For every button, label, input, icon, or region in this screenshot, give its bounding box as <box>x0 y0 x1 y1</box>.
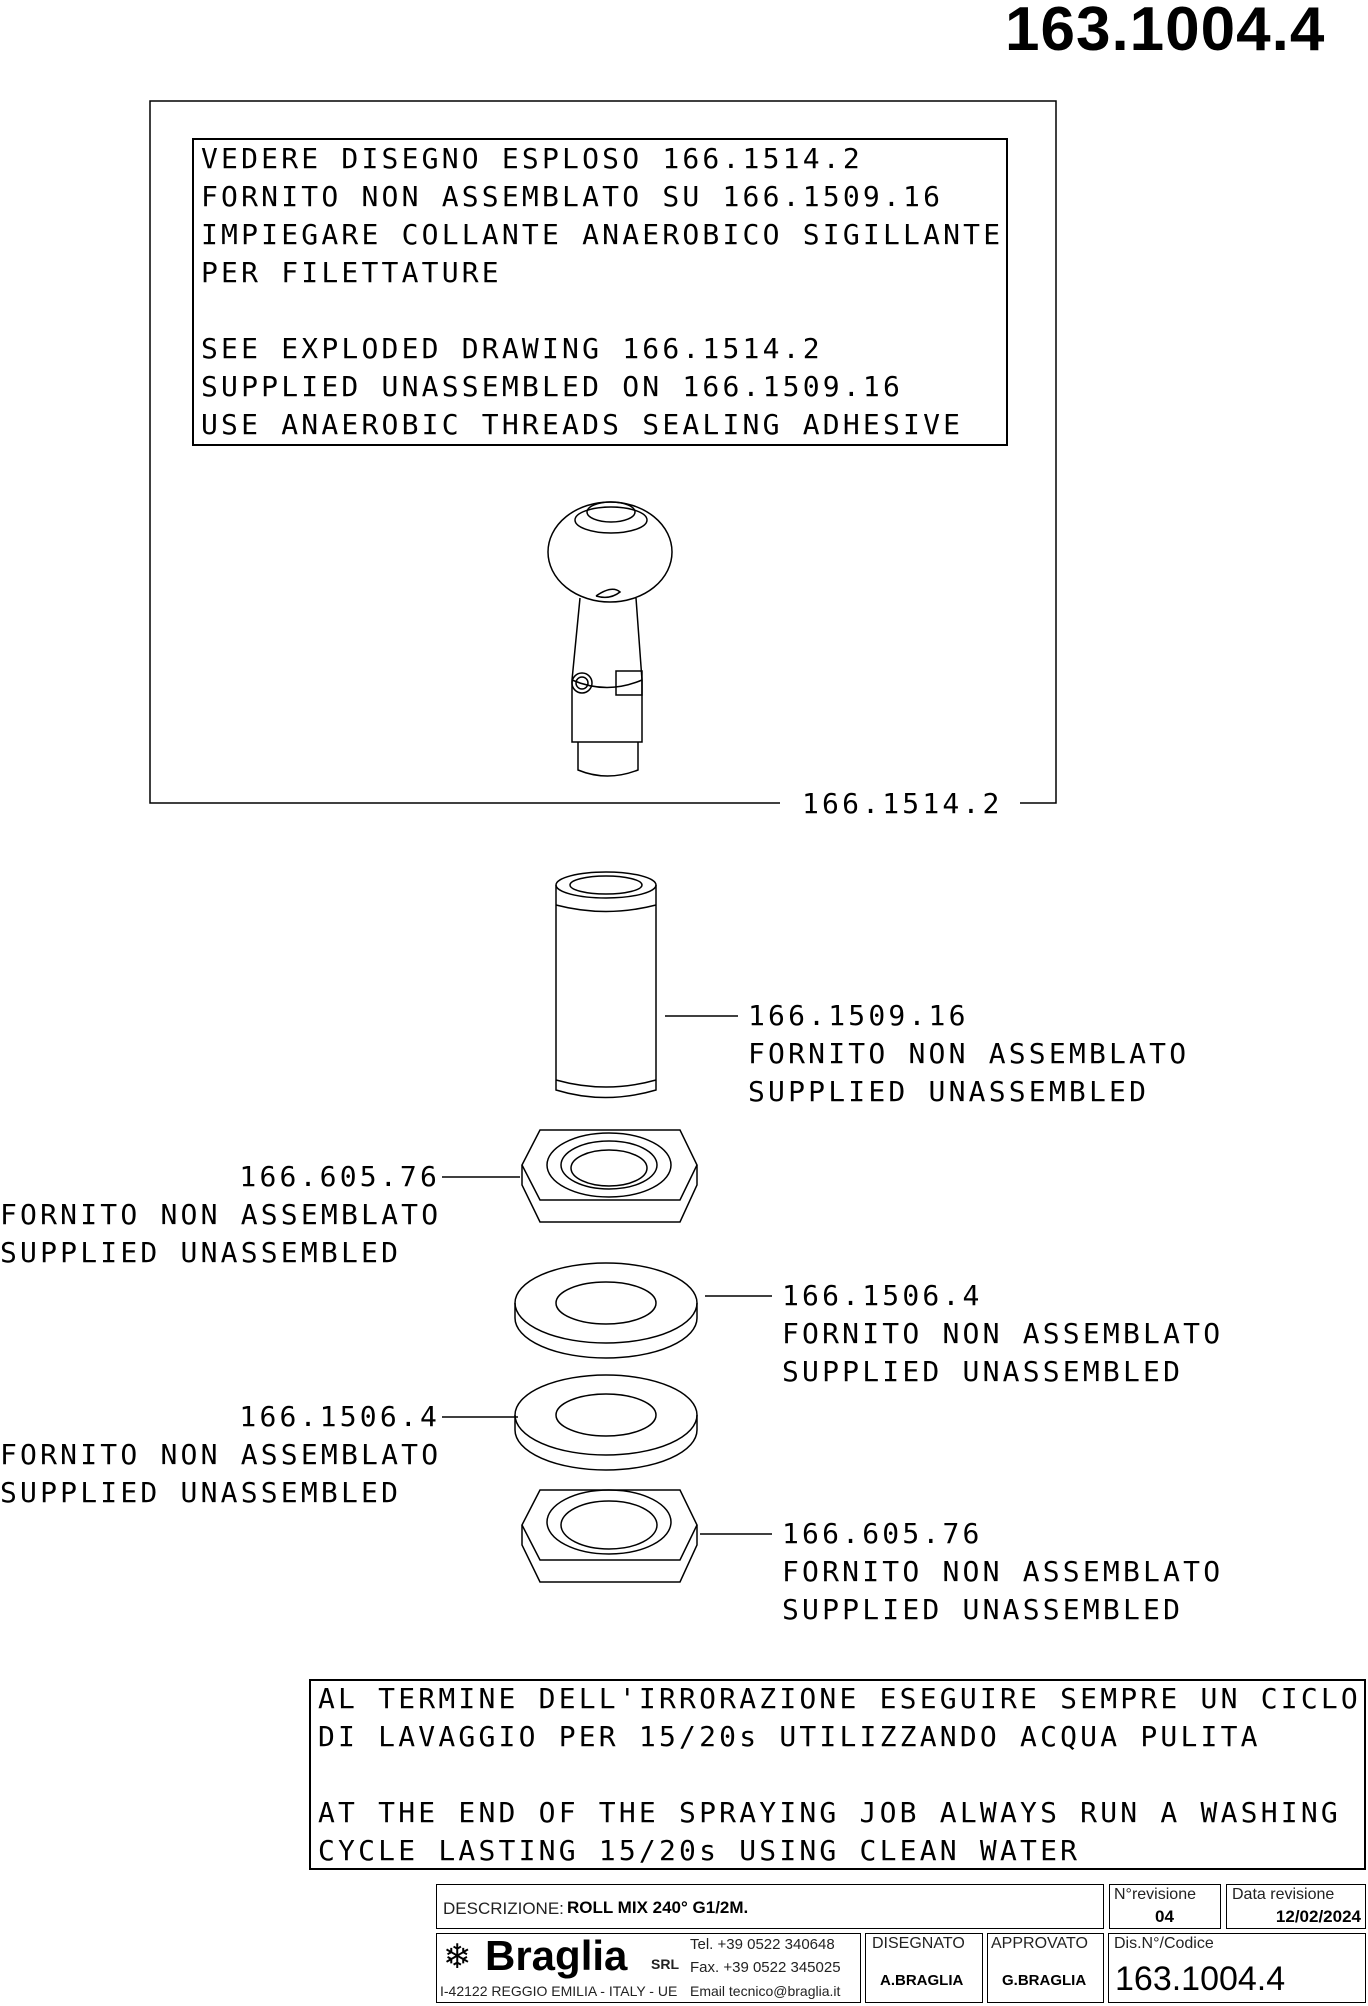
part-note-en: SUPPLIED UNASSEMBLED <box>0 1476 402 1509</box>
description-value: ROLL MIX 240° G1/2M. <box>567 1898 749 1917</box>
company-tel: Tel. +39 0522 340648 <box>690 1936 835 1953</box>
part-label-washer-1: 166.1506.4 FORNITO NON ASSEMBLATO SUPPLI… <box>782 1277 1223 1391</box>
approved-value: G.BRAGLIA <box>1002 1972 1087 1989</box>
part-code: 166.1506.4 <box>239 1400 440 1433</box>
part-note-en: SUPPLIED UNASSEMBLED <box>748 1075 1150 1108</box>
approved-label: APPROVATO <box>991 1935 1088 1952</box>
note-line: SEE EXPLODED DRAWING 166.1514.2 <box>201 332 823 365</box>
part-label-nut-1: 166.605.76 FORNITO NON ASSEMBLATO SUPPLI… <box>0 1158 440 1272</box>
company-email: Email tecnico@braglia.it <box>690 1983 841 1999</box>
part-note-en: SUPPLIED UNASSEMBLED <box>0 1236 402 1269</box>
note-line: AT THE END OF THE SPRAYING JOB ALWAYS RU… <box>318 1796 1341 1829</box>
nozzle-drawing <box>547 501 673 777</box>
note-line: FORNITO NON ASSEMBLATO SU 166.1509.16 <box>201 180 944 213</box>
note-line: DI LAVAGGIO PER 15/20s UTILIZZANDO ACQUA… <box>318 1720 1261 1753</box>
description-cell: DESCRIZIONE: ROLL MIX 240° G1/2M. <box>436 1884 1104 1929</box>
part-note-it: FORNITO NON ASSEMBLATO <box>0 1198 442 1231</box>
code-value: 163.1004.4 <box>1115 1960 1286 1998</box>
note-line: IMPIEGARE COLLANTE ANAEROBICO SIGILLANTE <box>201 218 1004 251</box>
date-value: 12/02/2024 <box>1275 1907 1361 1926</box>
note-line: USE ANAEROBIC THREADS SEALING ADHESIVE <box>201 408 964 441</box>
cylinder-drawing <box>555 871 657 1099</box>
bottom-note-box <box>309 1679 1366 1870</box>
part-label-nut-2: 166.605.76 FORNITO NON ASSEMBLATO SUPPLI… <box>782 1515 1223 1629</box>
date-cell: Data revisione 12/02/2024 <box>1226 1884 1366 1929</box>
top-note-box <box>192 138 1008 446</box>
part-note-it: FORNITO NON ASSEMBLATO <box>782 1317 1224 1350</box>
note-line <box>318 1756 1361 1794</box>
nut-drawing-2 <box>521 1489 698 1583</box>
note-line <box>201 292 1003 330</box>
part-code: 166.605.76 <box>782 1517 983 1550</box>
company-cell: ❄ Braglia SRL Tel. +39 0522 340648 Fax. … <box>436 1932 861 2003</box>
assembly-frame <box>149 100 1057 804</box>
part-code: 166.1506.4 <box>782 1279 983 1312</box>
drawing-code-cell: Dis.N°/Codice 163.1004.4 <box>1108 1933 1366 2003</box>
bottom-note: AL TERMINE DELL'IRRORAZIONE ESEGUIRE SEM… <box>318 1680 1361 1870</box>
part-code: 166.1509.16 <box>748 999 969 1032</box>
approved-by-cell: APPROVATO G.BRAGLIA <box>987 1933 1104 2003</box>
revision-value: 04 <box>1155 1907 1174 1926</box>
drawn-by-cell: DISEGNATO A.BRAGLIA <box>865 1933 983 2003</box>
code-label: Dis.N°/Codice <box>1114 1935 1214 1952</box>
assembly-label: 166.1514.2 <box>802 787 1003 820</box>
note-line: VEDERE DISEGNO ESPLOSO 166.1514.2 <box>201 142 863 175</box>
part-code: 166.605.76 <box>239 1160 440 1193</box>
part-note-en: SUPPLIED UNASSEMBLED <box>782 1355 1184 1388</box>
note-line: AL TERMINE DELL'IRRORAZIONE ESEGUIRE SEM… <box>318 1682 1361 1715</box>
nut-drawing-1 <box>521 1129 698 1223</box>
part-note-it: FORNITO NON ASSEMBLATO <box>782 1555 1224 1588</box>
description-label: DESCRIZIONE: <box>443 1899 564 1918</box>
part-label-cylinder: 166.1509.16 FORNITO NON ASSEMBLATO SUPPL… <box>748 997 1189 1111</box>
part-note-it: FORNITO NON ASSEMBLATO <box>0 1438 442 1471</box>
company-fax: Fax. +39 0522 345025 <box>690 1959 841 1976</box>
note-line: SUPPLIED UNASSEMBLED ON 166.1509.16 <box>201 370 904 403</box>
note-line: PER FILETTATURE <box>201 256 502 289</box>
company-name: Braglia <box>485 1932 628 1979</box>
revision-cell: N°revisione 04 <box>1109 1884 1221 1929</box>
part-note-en: SUPPLIED UNASSEMBLED <box>782 1593 1184 1626</box>
drawn-label: DISEGNATO <box>872 1935 965 1952</box>
part-label-washer-2: 166.1506.4 FORNITO NON ASSEMBLATO SUPPLI… <box>0 1398 440 1512</box>
drawing-number-header: 163.1004.4 <box>1005 0 1326 64</box>
company-address: I-42122 REGGIO EMILIA - ITALY - UE <box>440 1983 678 1999</box>
revision-label: N°revisione <box>1114 1886 1196 1903</box>
washer-drawing-2 <box>514 1374 698 1471</box>
leaf-logo-icon: ❄ <box>443 1938 472 1976</box>
note-line: CYCLE LASTING 15/20s USING CLEAN WATER <box>318 1834 1081 1867</box>
company-suffix: SRL <box>651 1956 679 1972</box>
date-label: Data revisione <box>1232 1886 1335 1903</box>
washer-drawing-1 <box>514 1262 698 1359</box>
top-note: VEDERE DISEGNO ESPLOSO 166.1514.2 FORNIT… <box>201 140 1003 444</box>
drawn-value: A.BRAGLIA <box>880 1972 964 1989</box>
part-note-it: FORNITO NON ASSEMBLATO <box>748 1037 1190 1070</box>
